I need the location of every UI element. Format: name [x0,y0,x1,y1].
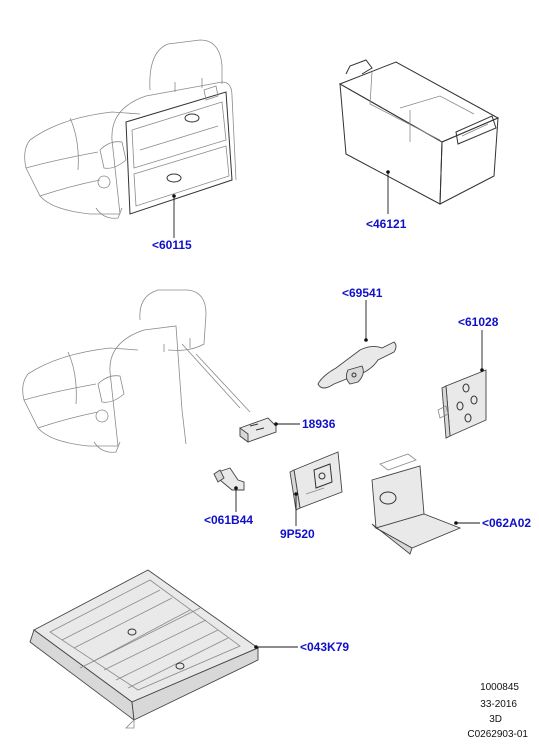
connector-18936-illustration [239,417,277,443]
part-label-18936: 18936 [302,417,336,431]
storage-box-illustration [338,59,500,205]
leader-lines [172,170,484,649]
diagram-ref-number: 1000845 [480,682,519,693]
part-label-60115: <60115 [152,238,192,252]
load-floor-043K79-illustration [29,569,259,729]
part-label-46121: <46121 [366,217,407,231]
tray-062A02-illustration [371,453,462,555]
diagram-ref-code: C0262903-01 [467,729,528,740]
clip-061B44-illustration [213,467,245,491]
part-label-61028: <61028 [458,315,499,329]
diagram-ref-view: 3D [489,714,502,725]
hook-69541-illustration [317,341,397,389]
part-label-9P520: 9P520 [280,527,315,541]
seat-back-organizer-illustration [24,39,237,219]
bracket-61028-illustration [437,369,487,439]
diagram-ref-date: 33-2016 [480,699,517,710]
seat-illustration [22,289,251,453]
part-label-043K79: <043K79 [300,640,349,654]
part-label-062A02: <062A02 [482,516,531,530]
part-label-69541: <69541 [342,286,383,300]
part-label-061B44: <061B44 [204,513,253,527]
bracket-9P520-illustration [289,451,343,511]
